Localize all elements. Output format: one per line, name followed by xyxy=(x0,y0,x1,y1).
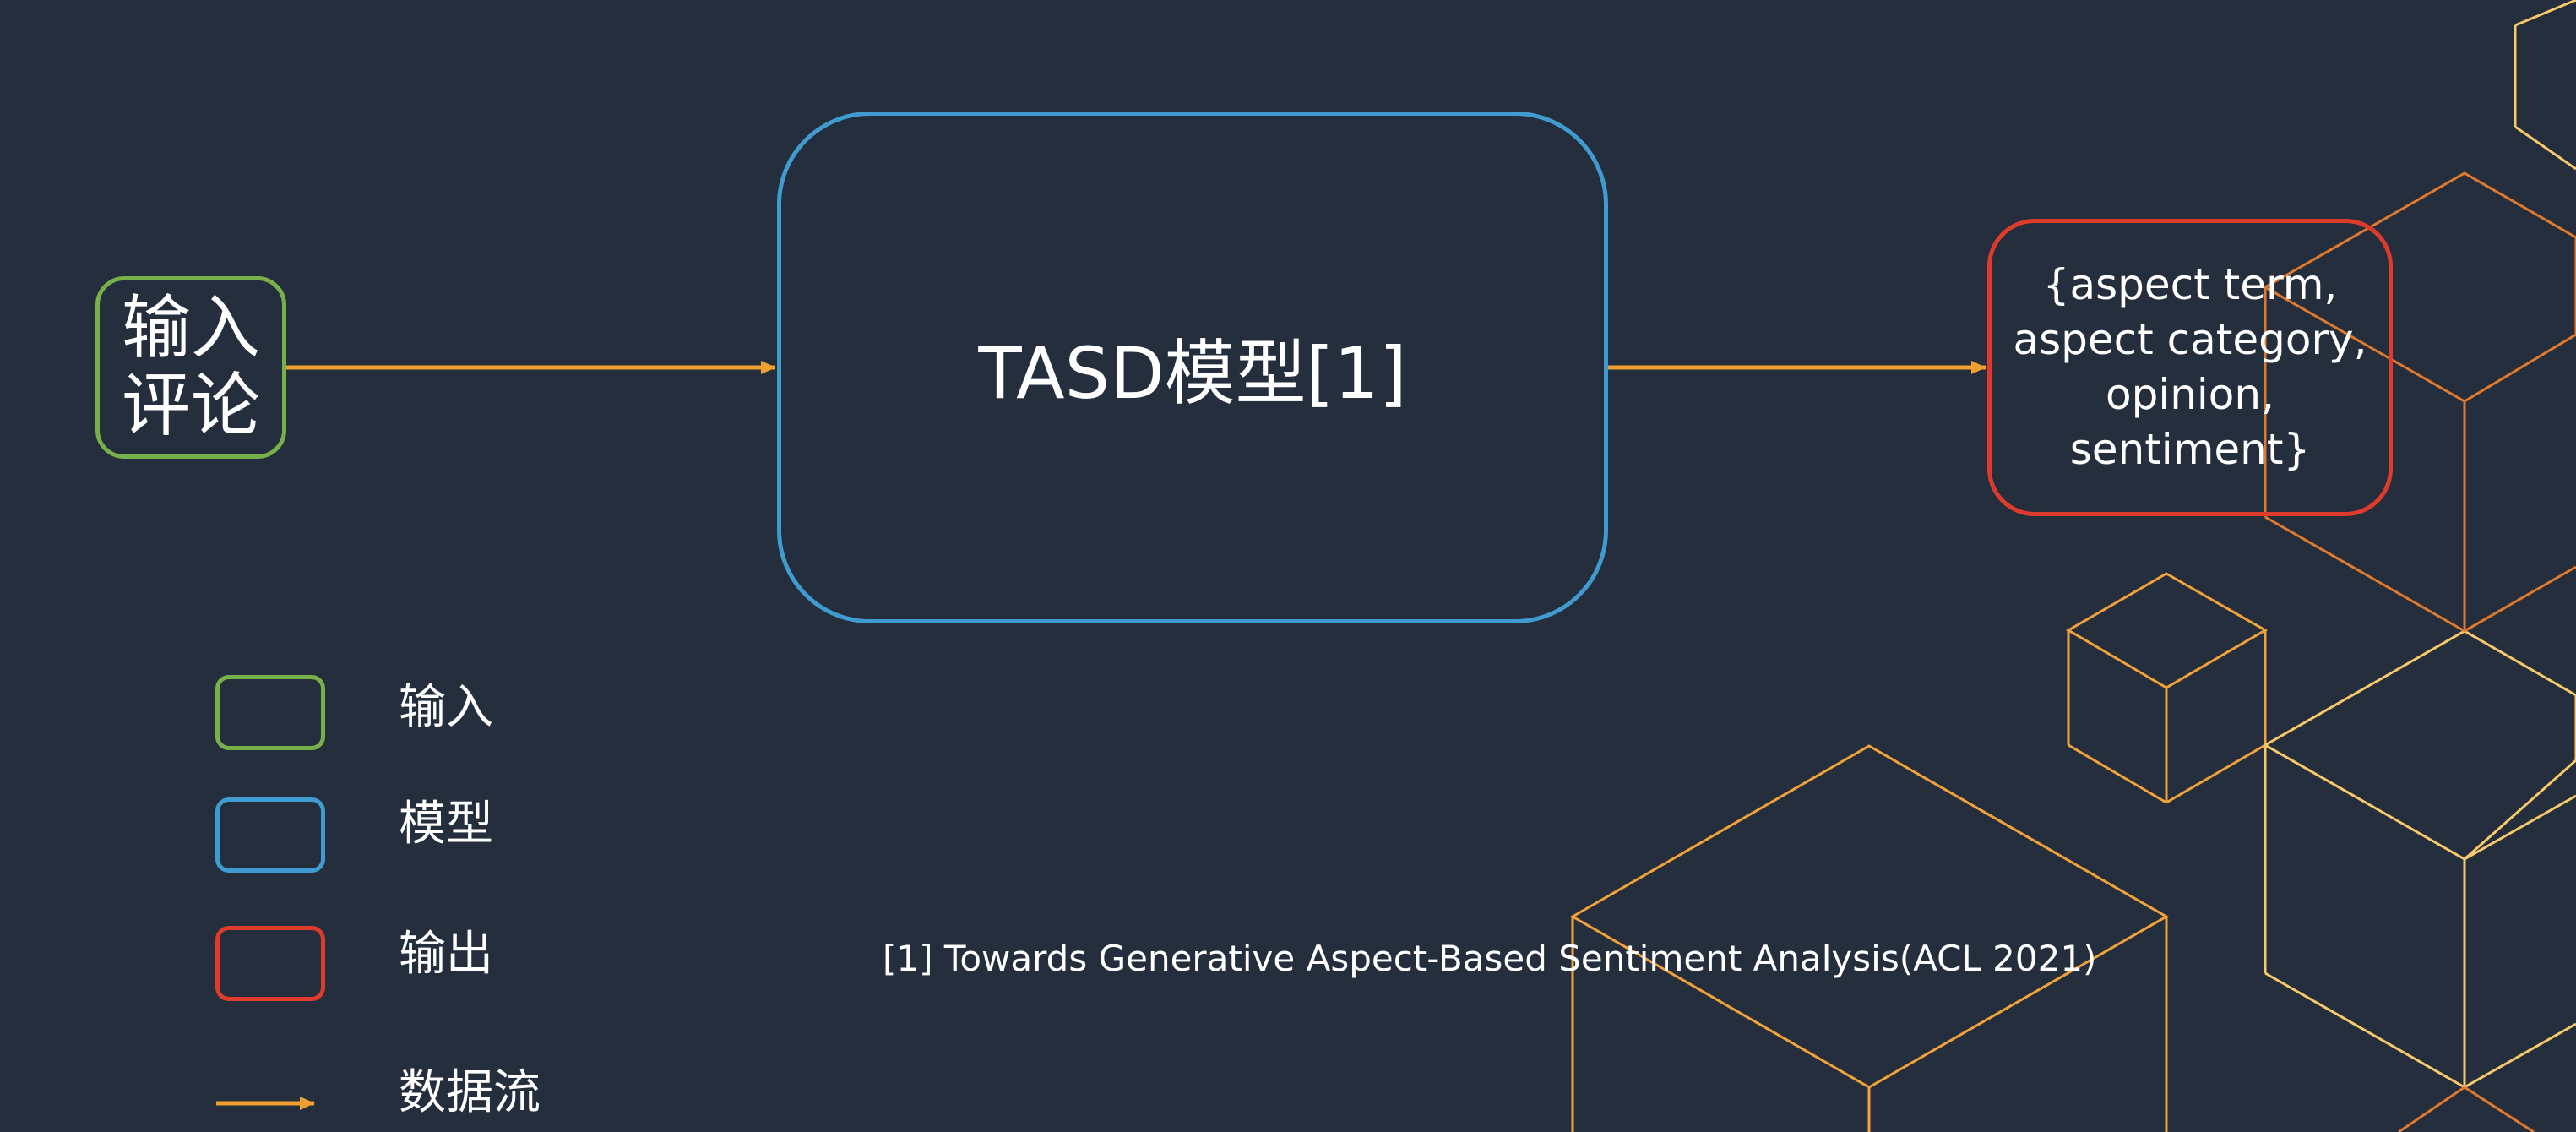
cube-small xyxy=(2066,572,2269,804)
legend-input-swatch xyxy=(215,675,325,750)
legend-output-swatch xyxy=(215,926,325,1001)
input-node: 输入 评论 xyxy=(95,276,286,459)
legend-output-label: 输出 xyxy=(399,927,493,982)
output-node: {aspect term, aspect category, opinion, … xyxy=(1987,219,2393,516)
legend-input-label: 输入 xyxy=(399,680,493,735)
cube-top-right xyxy=(2514,0,2576,171)
legend-model-swatch xyxy=(215,797,325,873)
cube-large-bottom xyxy=(1569,744,2170,1132)
legend-data-flow-label: 数据流 xyxy=(399,1065,541,1120)
cube-bottom-right xyxy=(2398,1086,2535,1132)
model-node: TASD模型[1] xyxy=(777,112,1608,623)
legend-model-label: 模型 xyxy=(399,797,493,852)
cube-right-lower xyxy=(2262,629,2576,1089)
cube-right-upper xyxy=(2262,171,2576,633)
reference-citation: [1] Towards Generative Aspect-Based Sent… xyxy=(883,938,2097,979)
